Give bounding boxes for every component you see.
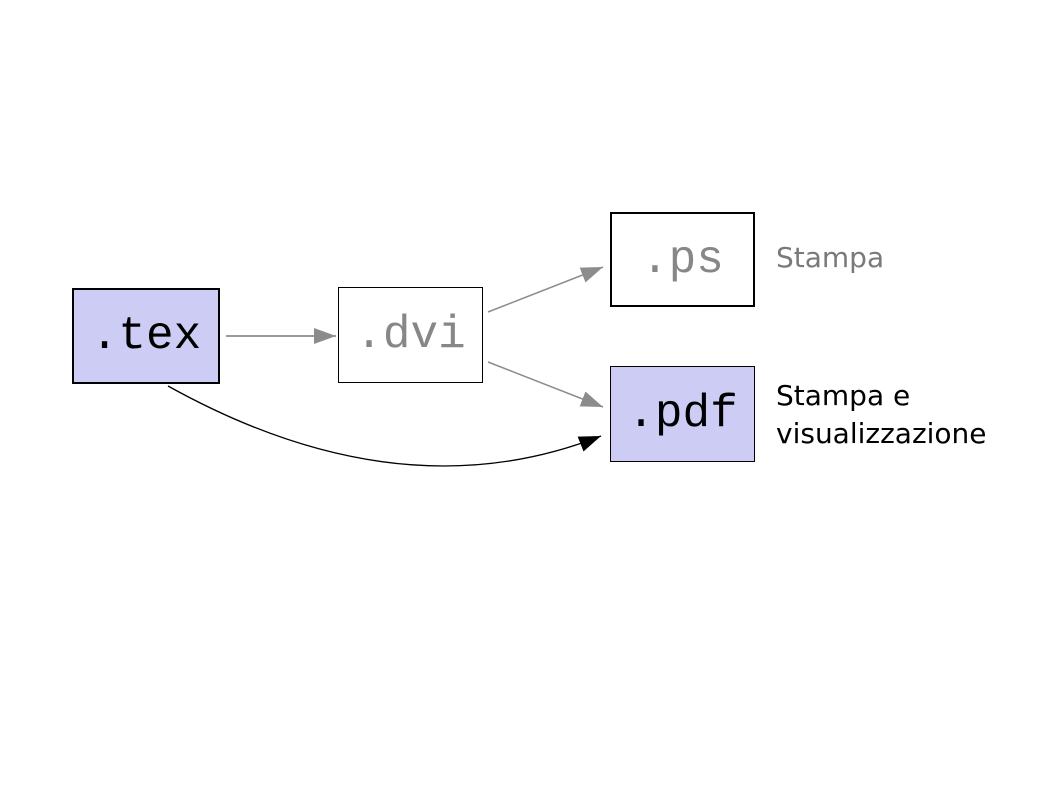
- node-ps: .ps: [610, 212, 755, 307]
- node-dvi-label: .dvi: [355, 309, 466, 361]
- node-tex: .tex: [72, 288, 220, 384]
- annotation-ps-stampa: Stampa: [776, 241, 885, 274]
- node-tex-label: .tex: [90, 310, 202, 362]
- node-pdf-label: .pdf: [627, 388, 738, 440]
- node-pdf: .pdf: [610, 366, 755, 462]
- arrow-dvi-to-pdf: [487, 361, 604, 408]
- node-ps-label: .ps: [641, 233, 724, 286]
- arrow-dvi-to-ps: [487, 266, 604, 313]
- arrow-tex-to-pdf: [167, 385, 602, 467]
- node-dvi: .dvi: [338, 287, 483, 383]
- annotation-pdf-stampa-visualizzazione: Stampa e visualizzazione: [776, 379, 987, 450]
